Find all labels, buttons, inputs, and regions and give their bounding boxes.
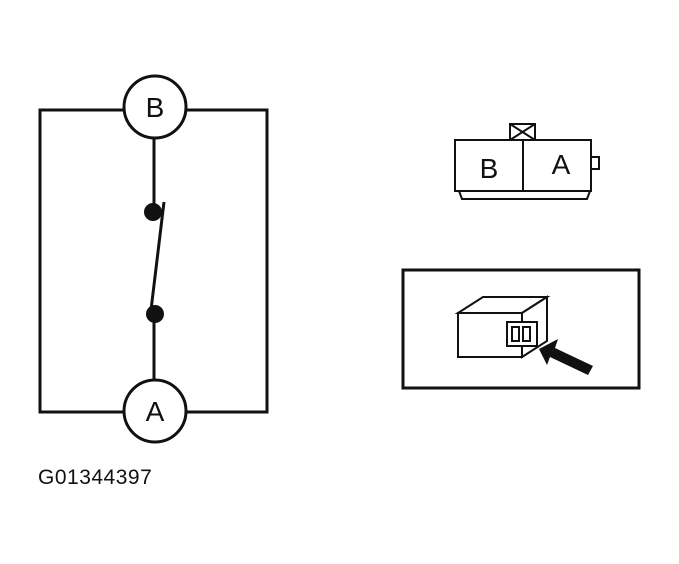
terminal-b-node: B [122, 74, 188, 140]
terminal-a-label: A [146, 396, 165, 427]
connector-face-view [454, 123, 600, 200]
terminal-b-circle [122, 74, 188, 140]
connector-bottom-edge [458, 190, 591, 200]
terminal-b-label: B [146, 92, 165, 123]
switch-schematic [38, 108, 269, 414]
contact-point-lower [146, 305, 164, 323]
schematic-loop-left [38, 108, 123, 414]
terminal-a-node: A [122, 378, 188, 444]
component-plug-slot-2 [522, 326, 531, 342]
connector-pin-b-label: B [480, 153, 499, 184]
switch-blade [149, 201, 166, 311]
component-box-icon [454, 295, 551, 359]
contact-point-upper [144, 203, 162, 221]
component-locator-inset [401, 268, 641, 390]
locator-arrow [539, 339, 593, 375]
connector-pin-a-label: A [552, 149, 571, 180]
connector-tab [590, 156, 600, 170]
component-plug-slot-1 [511, 326, 520, 342]
latch-cross-2 [509, 123, 536, 141]
figure-id: G01344397 [38, 466, 153, 489]
schematic-loop-right [187, 108, 269, 414]
terminal-a-circle [122, 378, 188, 444]
inset-frame [401, 268, 641, 390]
